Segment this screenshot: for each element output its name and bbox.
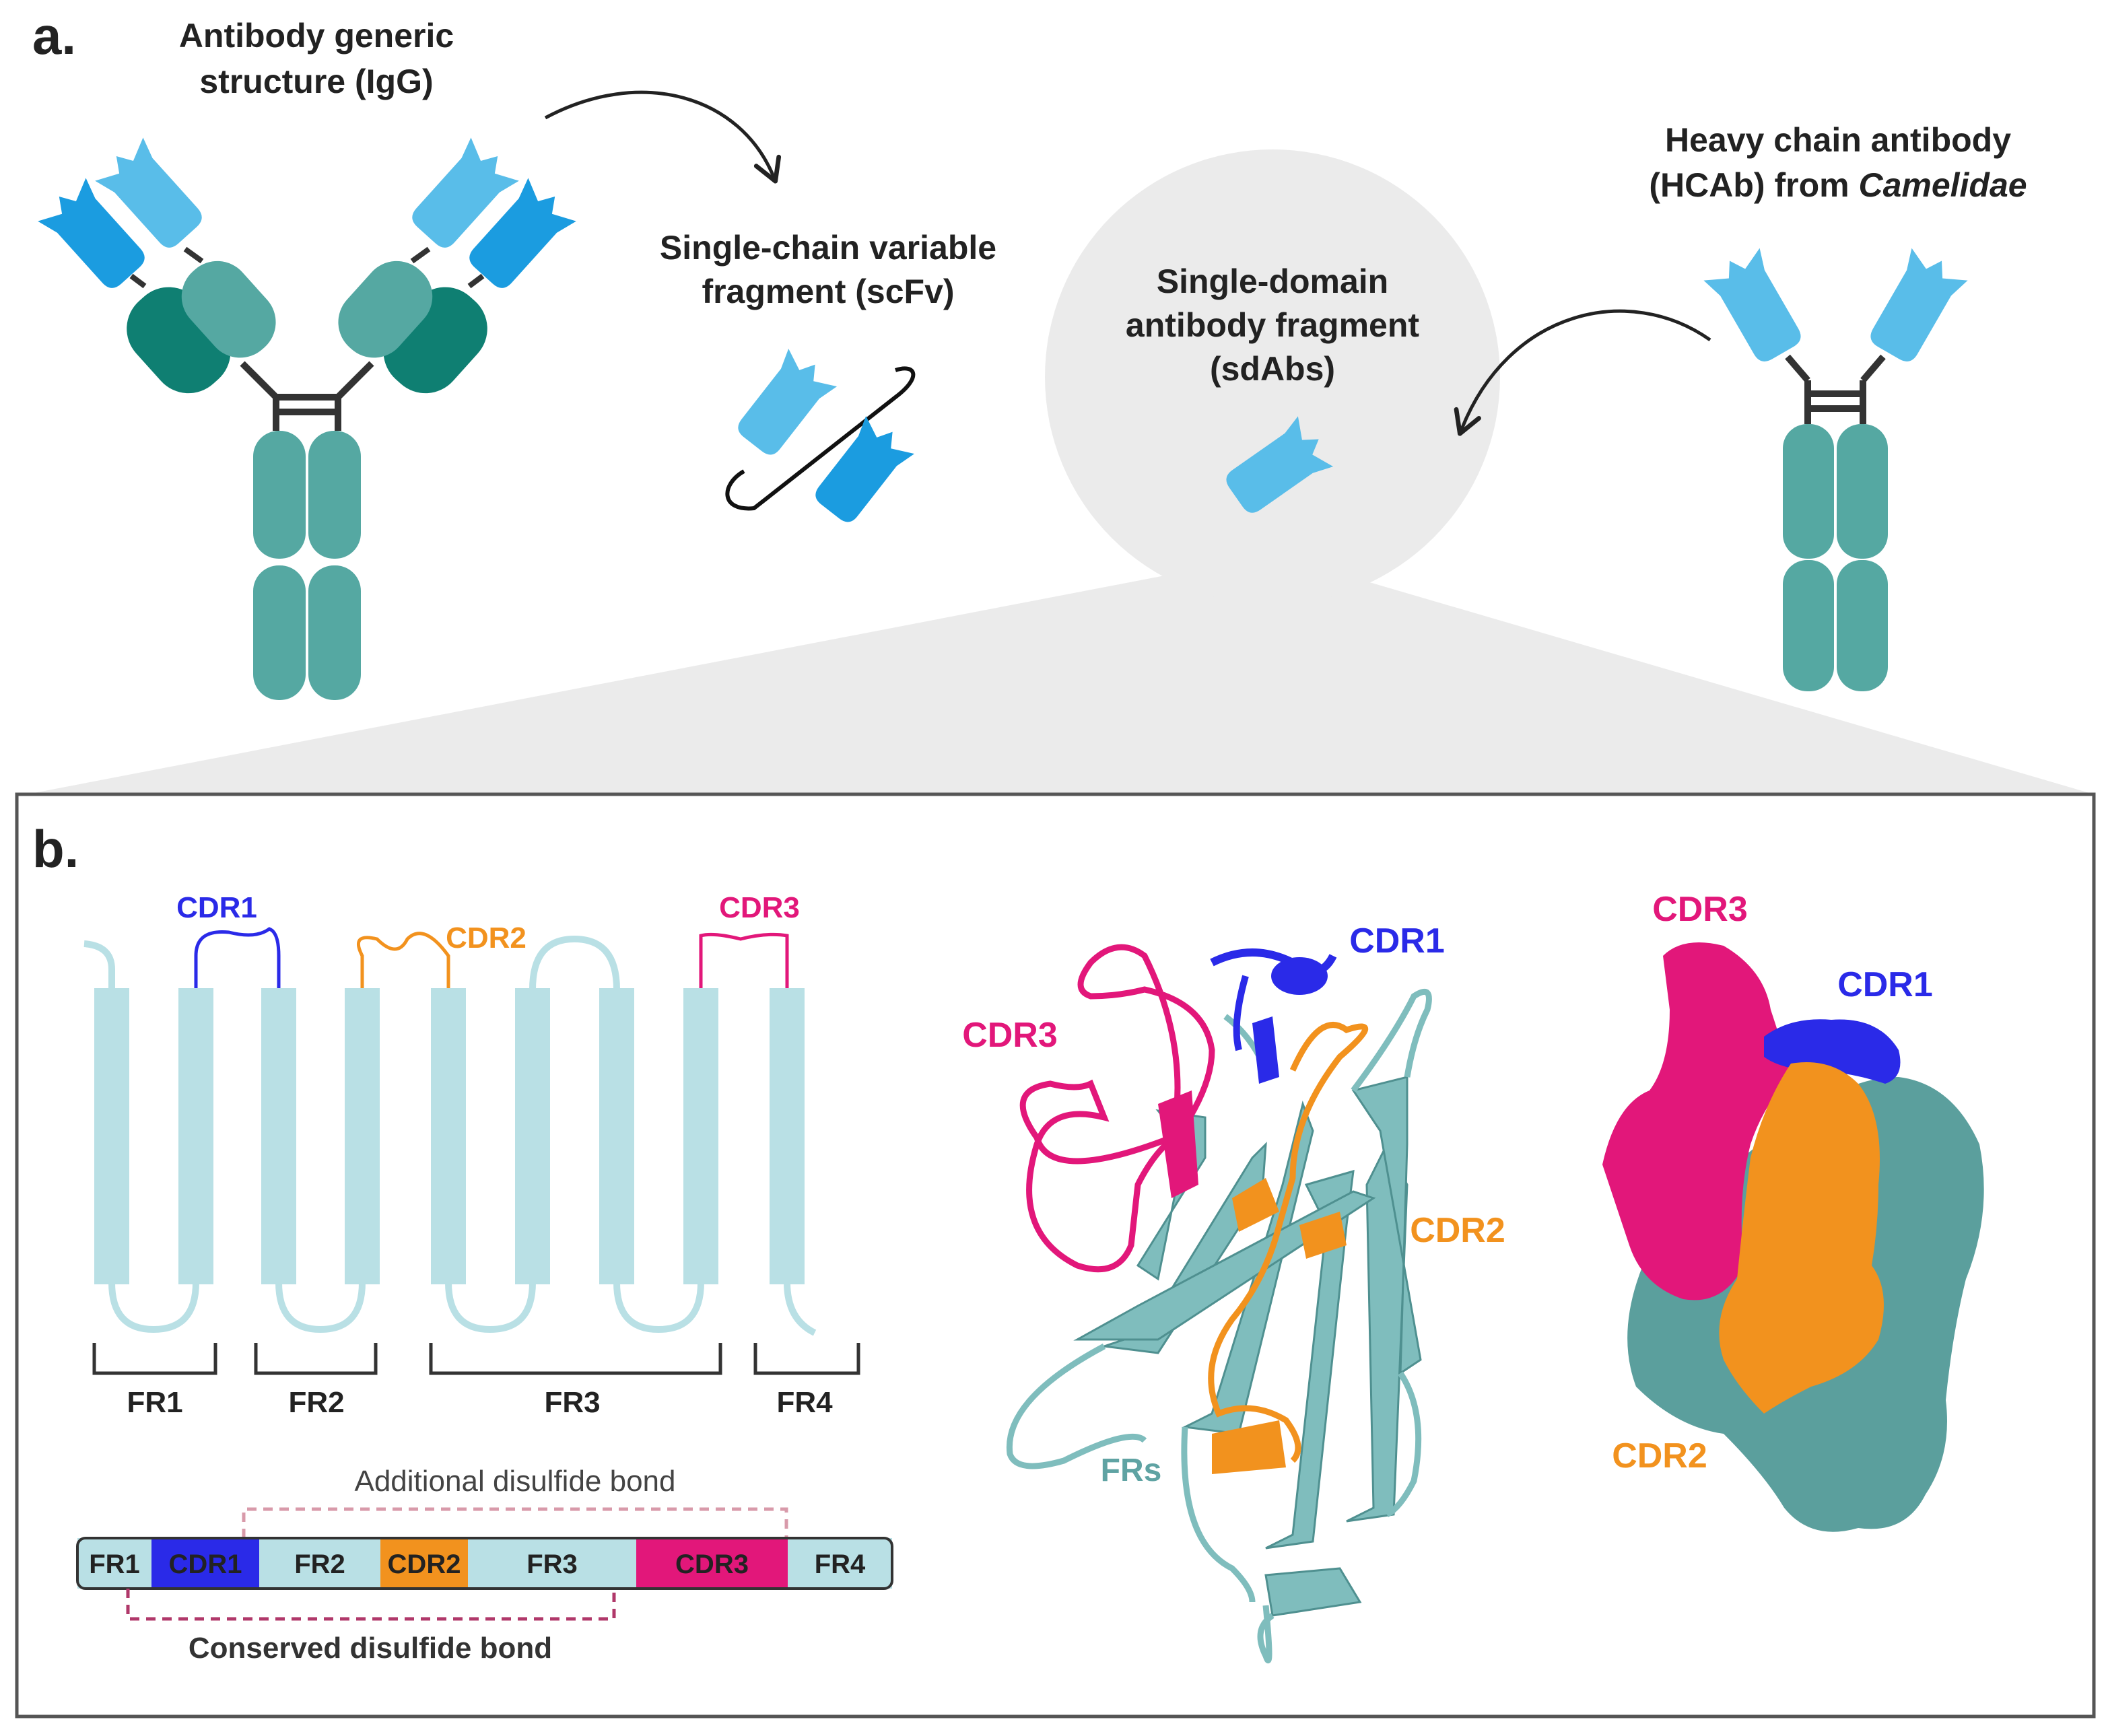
- scfv-icon: [725, 345, 917, 530]
- topology-fr2-label: FR2: [288, 1386, 344, 1419]
- topology-cdr3-label: CDR3: [719, 891, 800, 924]
- additional-bond-label: Additional disulfide bond: [354, 1465, 675, 1498]
- surface-cdr1-label: CDR1: [1837, 965, 1933, 1004]
- igg-title-line1: Antibody generic: [179, 17, 454, 55]
- topology-fr1-label: FR1: [127, 1386, 182, 1419]
- sdab-title-line2: antibody fragment: [1126, 306, 1419, 344]
- ribbon-cdr3-label: CDR3: [962, 1016, 1058, 1055]
- arrow-hcab-to-sdab: [1454, 309, 1711, 436]
- segment-label-fr4: FR4: [815, 1550, 866, 1579]
- ribbon-structure: CDR1 CDR3 CDR2 FRs: [962, 922, 1505, 1663]
- segment-label-fr1: FR1: [89, 1550, 140, 1579]
- topology-cdr2-label: CDR2: [446, 922, 526, 954]
- scfv-title-line1: Single-chain variable: [660, 229, 996, 267]
- sdab-title-line1: Single-domain: [1157, 263, 1388, 300]
- segment-label-fr3: FR3: [526, 1550, 578, 1579]
- segment-cdr3: [636, 1538, 788, 1589]
- sdab-title-line3: (sdAbs): [1210, 350, 1335, 388]
- hcab-title-line1: Heavy chain antibody: [1665, 121, 2011, 159]
- topology-fr3-label: FR3: [544, 1386, 600, 1419]
- topology-fr4-label: FR4: [776, 1386, 833, 1419]
- panel-a-letter: a.: [32, 6, 76, 65]
- hcab-title-prefix: (HCAb) from: [1649, 166, 1858, 204]
- ribbon-cdr2-label: CDR2: [1410, 1211, 1505, 1250]
- ribbon-frs-label: FRs: [1101, 1453, 1162, 1488]
- topology-diagram: CDR1 CDR2 CDR3 FR1 FR2 FR3 FR4: [83, 891, 860, 1419]
- segment-label-cdr2: CDR2: [388, 1550, 461, 1579]
- conserved-bond-label: Conserved disulfide bond: [189, 1632, 552, 1665]
- sdab-highlight-circle: [1045, 149, 1500, 604]
- surface-structure: CDR3 CDR1 CDR2: [1602, 890, 1984, 1532]
- surface-cdr3-label: CDR3: [1652, 890, 1748, 929]
- linear-map: Additional disulfide bond FR1 CDR1 FR2 CDR2…: [76, 1465, 893, 1665]
- hcab-antibody: [1701, 244, 1970, 691]
- segment-fr1: [77, 1538, 151, 1589]
- segment-fr2: [259, 1538, 380, 1589]
- arrow-igg-to-scfv: [544, 90, 782, 184]
- segment-cdr2: [380, 1538, 468, 1589]
- igg-antibody: [35, 134, 579, 700]
- zoom-wedge: [27, 576, 2094, 794]
- segment-fr3: [468, 1538, 636, 1589]
- scfv-title-line2: fragment (scFv): [702, 273, 954, 310]
- surface-cdr2-label: CDR2: [1612, 1436, 1707, 1475]
- topology-cdr1-label: CDR1: [176, 891, 257, 924]
- hcab-title-line2: (HCAb) from Camelidae: [1649, 166, 2027, 204]
- segment-fr4: [788, 1538, 892, 1589]
- segment-label-cdr3: CDR3: [675, 1550, 749, 1579]
- ribbon-cdr1-label: CDR1: [1349, 922, 1445, 961]
- hcab-title-italic: Camelidae: [1858, 166, 2027, 204]
- segment-label-fr2: FR2: [294, 1550, 345, 1579]
- linear-map-segments: FR1 CDR1 FR2 CDR2 FR3 CDR3 FR4: [77, 1538, 892, 1589]
- segment-cdr1: [151, 1538, 259, 1589]
- igg-title-line2: structure (IgG): [199, 63, 433, 100]
- segment-label-cdr1: CDR1: [169, 1550, 242, 1579]
- panel-b-letter: b.: [32, 819, 79, 878]
